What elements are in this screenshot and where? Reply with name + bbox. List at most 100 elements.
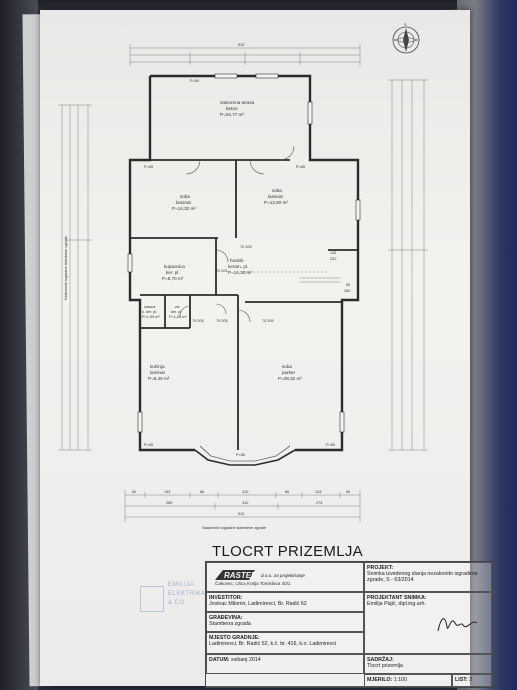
window-label: P=65 — [296, 165, 305, 169]
top-dimension-lines — [129, 44, 361, 66]
svg-text:kupaonica: kupaonica — [164, 264, 185, 269]
svg-text:60: 60 — [132, 490, 136, 494]
dim-label: 55 — [346, 283, 350, 287]
svg-text:laminat: laminat — [176, 200, 192, 205]
svg-text:289: 289 — [166, 501, 172, 505]
bottom-dims-row2: 289 310 274 — [166, 501, 322, 505]
bottom-dimension-lines — [124, 490, 361, 522]
svg-text:ker. pl.: ker. pl. — [166, 270, 180, 275]
svg-text:P=29,32 m²: P=29,32 m² — [278, 376, 302, 381]
door-label: 70 205 — [192, 319, 204, 323]
mjerilo-cell: MJERILO: 1:100 — [364, 674, 452, 687]
dim-label: 220 — [330, 257, 336, 261]
svg-text:soba: soba — [272, 188, 282, 193]
svg-text:ker. pl.: ker. pl. — [171, 310, 182, 314]
svg-text:60: 60 — [346, 490, 350, 494]
svg-text:soba: soba — [180, 194, 190, 199]
svg-text:274: 274 — [316, 501, 322, 505]
projektant-cell: PROJEKTANT SNIMKA: Emilija Pajić, dipl.i… — [364, 592, 492, 654]
svg-text:keram. pl.: keram. pl. — [228, 264, 248, 269]
top-total-dim: 910 — [238, 43, 244, 47]
svg-text:P=13,90 m²: P=13,90 m² — [264, 200, 288, 205]
mjesto-cell: MJESTO GRADNJE: Ladimirevci, Br. Radić 6… — [206, 632, 364, 654]
plan-sheet: S 910 — [40, 10, 493, 688]
floor-plan-drawing: S 910 — [58, 23, 428, 530]
svg-text:86: 86 — [285, 490, 289, 494]
svg-text:RASTER: RASTER — [224, 571, 257, 580]
svg-text:d.o.o. za projektiranje: d.o.o. za projektiranje — [261, 573, 305, 578]
interior-walls — [130, 159, 358, 450]
room-label-hallway: hodnik keram. pl. P=14,30 m² — [228, 258, 252, 275]
stamp-text-3: & CO — [168, 600, 185, 606]
door-label: 70 205 — [240, 245, 252, 249]
svg-text:143: 143 — [315, 490, 321, 494]
page-title: TLOCRT PRIZEMLJA — [212, 543, 363, 560]
datum-cell: DATUM: svibanj 2014 — [206, 654, 364, 674]
stamp-text-2: ELEKTRIKA — [168, 591, 206, 597]
gradevina-cell: GRAĐEVINA: Stambena zgrada — [206, 612, 364, 632]
door-label: 70 205 — [216, 319, 228, 323]
stairs — [245, 271, 340, 283]
svg-text:P=8,40 m²: P=8,40 m² — [148, 376, 170, 381]
svg-text:zatvorena terasa: zatvorena terasa — [220, 100, 255, 105]
svg-text:beton: beton — [226, 106, 238, 111]
svg-text:ostava: ostava — [144, 305, 156, 309]
door-label: 70 205 — [262, 319, 274, 323]
projekt-cell: PROJEKT: Snimka izvedenog stanja nezakon… — [364, 562, 492, 592]
svg-text:310: 310 — [242, 490, 248, 494]
faded-stamp: EMILIJA ELEKTRIKA & CO — [140, 582, 210, 628]
right-dimension-lines — [388, 79, 428, 451]
svg-text:soba: soba — [282, 364, 292, 369]
room-label-pantry: ostava k. ker. pl. P=1,93 m² — [142, 305, 160, 319]
bottom-dims-row1: 60 143 86 310 86 143 60 — [132, 490, 350, 494]
room-label-wc: wc ker. pl. P=1,28 m² — [169, 305, 187, 319]
svg-text:P=1,28 m²: P=1,28 m² — [169, 315, 187, 319]
dim-label: 126 — [330, 251, 336, 255]
compass-icon: S — [392, 23, 420, 54]
exterior-walls — [128, 74, 360, 452]
room-label-room-1: soba laminat P=14,32 m² — [172, 194, 196, 211]
svg-text:86: 86 — [200, 490, 204, 494]
list-cell: LIST: 2 — [452, 674, 492, 687]
window-label: P=60 — [190, 79, 199, 83]
bottom-total-dim: 910 — [238, 512, 244, 516]
investitor-cell: INVESTITOR: Jovinac Milomir, Ladimirevci… — [206, 592, 364, 612]
svg-text:P=24,77 m²: P=24,77 m² — [220, 112, 244, 117]
svg-text:k. ker. pl.: k. ker. pl. — [142, 310, 157, 314]
svg-text:310: 310 — [242, 501, 248, 505]
room-label-kitchen: kuhinja laminat P=8,40 m² — [148, 364, 170, 381]
bay-window — [194, 445, 296, 466]
svg-text:143: 143 — [164, 490, 170, 494]
svg-text:P=8,70 m²: P=8,70 m² — [162, 276, 184, 281]
company-logo: RASTER d.o.o. za projektiranje — [215, 570, 305, 580]
signature-image — [437, 618, 478, 632]
room-label-bathroom: kupaonica ker. pl. P=8,70 m² — [162, 264, 185, 281]
svg-text:wc: wc — [175, 305, 180, 309]
svg-text:hodnik: hodnik — [230, 258, 244, 263]
door-swings — [179, 145, 295, 323]
svg-text:parket: parket — [282, 370, 295, 375]
window-label: P=65 — [236, 453, 245, 457]
left-dimension-lines — [58, 104, 92, 451]
svg-text:laminat: laminat — [150, 370, 166, 375]
door-label: 70 205 — [216, 269, 228, 273]
company-address: Čakovec, Ulica Kralja Tomislava 30/1 — [215, 581, 291, 586]
compass-label: S — [404, 23, 407, 27]
bottom-note: Nadzemlin izgradne stambene zgrade — [202, 526, 266, 530]
stamp-text-1: EMILIJA — [168, 582, 195, 588]
stamp-box — [140, 586, 164, 612]
window-marks — [127, 73, 361, 433]
dim-label: 280 — [344, 289, 350, 293]
svg-text:P=14,30 m²: P=14,30 m² — [228, 270, 252, 275]
company-cell: RASTER d.o.o. za projektiranje Čakovec, … — [206, 562, 364, 592]
room-label-room-2: soba laminat P=13,90 m² — [264, 188, 288, 205]
left-note: Nadzemlin izgradne stambene zgrade — [64, 236, 68, 300]
svg-text:kuhinja: kuhinja — [150, 364, 165, 369]
svg-text:laminat: laminat — [268, 194, 284, 199]
svg-text:P=1,93 m²: P=1,93 m² — [142, 315, 160, 319]
room-label-living-room: soba parket P=29,32 m² — [278, 364, 302, 381]
window-label: P=65 — [144, 443, 153, 447]
window-label: P=65 — [144, 165, 153, 169]
window-label: P=65 — [326, 443, 335, 447]
title-block: RASTER d.o.o. za projektiranje Čakovec, … — [140, 561, 493, 688]
